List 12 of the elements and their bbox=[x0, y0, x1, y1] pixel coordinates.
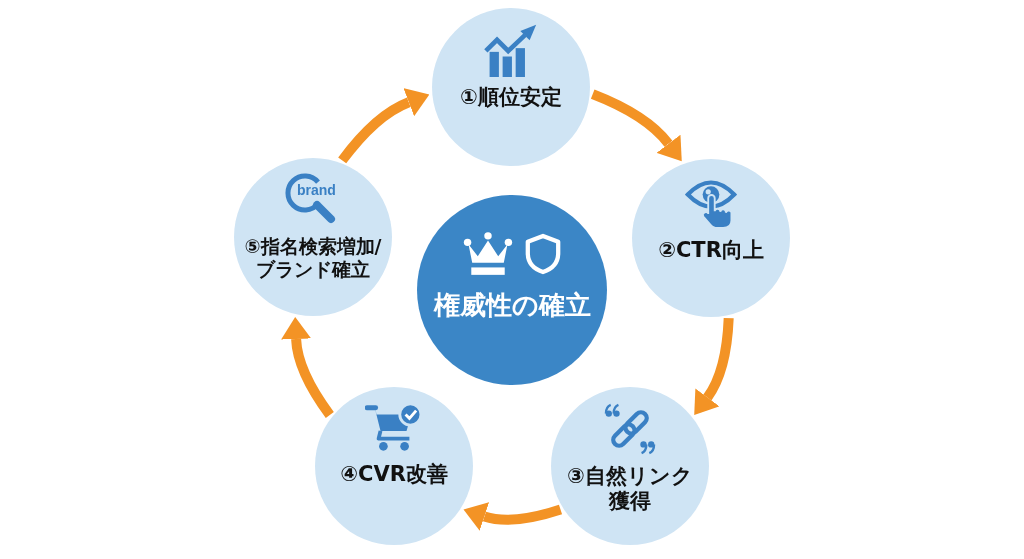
search-keyword: brand bbox=[297, 183, 336, 197]
cycle-arrow bbox=[463, 501, 562, 531]
cycle-arrow bbox=[694, 317, 734, 416]
cycle-arrow bbox=[281, 317, 334, 418]
step-label: ⑤指名検索増加/ブランド確立 bbox=[243, 235, 383, 281]
step-label: ④CVR改善 bbox=[339, 462, 449, 488]
cycle-arrow bbox=[590, 89, 683, 161]
step-label: ③自然リンク獲得 bbox=[566, 464, 694, 515]
cycle-arrow bbox=[338, 88, 430, 164]
step-label: ①順位安定 bbox=[459, 85, 563, 111]
center-label: 権威性の確立 bbox=[432, 290, 592, 322]
step-label: ②CTR向上 bbox=[657, 238, 765, 264]
